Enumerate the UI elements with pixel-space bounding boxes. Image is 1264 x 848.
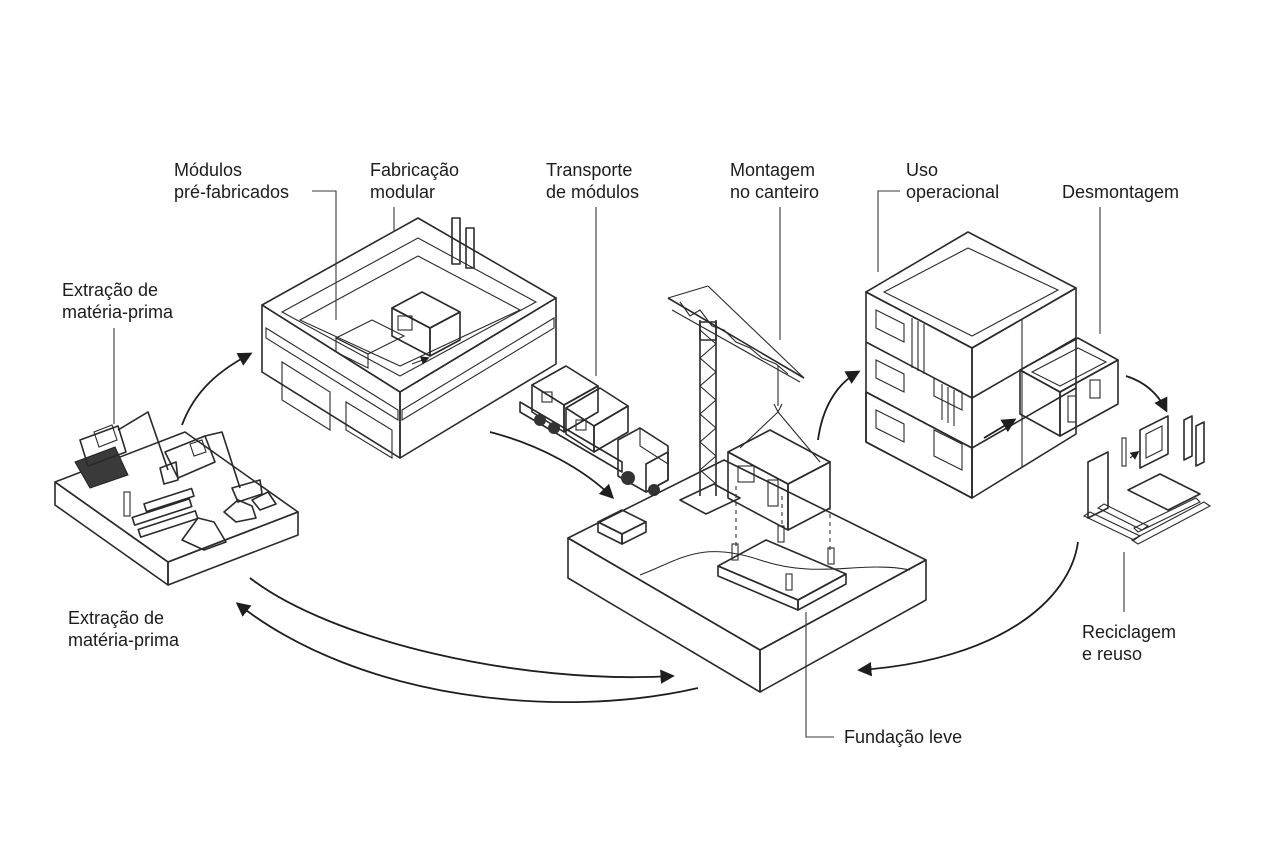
label-montagem: Montagem no canteiro [730, 160, 819, 202]
extraction-terrain [54, 431, 299, 586]
stacked-panels [597, 509, 647, 545]
label-reciclagem: Reciclagem e reuso [1082, 622, 1176, 664]
label-montagem-line2: no canteiro [730, 182, 819, 202]
label-fundacao-line1: Fundação leve [844, 727, 962, 747]
truck-icon [519, 365, 669, 496]
label-extracao-bottom-line2: matéria-prima [68, 630, 180, 650]
factory-icon [261, 217, 557, 459]
leader-lines [113, 190, 1125, 738]
rock-pile-icon [181, 491, 277, 551]
label-extracao-top-line1: Extração de [62, 280, 158, 300]
label-fabricacao-line2: modular [370, 182, 435, 202]
label-uso-line2: operacional [906, 182, 999, 202]
label-reciclagem-line2: e reuso [1082, 644, 1142, 664]
building-icon [865, 231, 1077, 499]
flow-arrows [181, 352, 1168, 703]
recycled-panels-icon [1082, 415, 1212, 545]
label-desmontagem: Desmontagem [1062, 182, 1179, 202]
label-modulos-line2: pré-fabricados [174, 182, 289, 202]
label-fabricacao-line1: Fabricação [370, 160, 459, 180]
label-fundacao: Fundação leve [844, 727, 962, 747]
label-fabricacao: Fabricação modular [370, 160, 459, 202]
site-terrain [567, 459, 927, 693]
label-desmontagem-line1: Desmontagem [1062, 182, 1179, 202]
label-uso-line1: Uso [906, 160, 938, 180]
label-extracao-bottom-line1: Extração de [68, 608, 164, 628]
hanging-module [727, 429, 831, 531]
label-extracao-top: Extração de matéria-prima [62, 280, 174, 322]
label-extracao-bottom: Extração de matéria-prima [68, 608, 180, 650]
label-reciclagem-line1: Reciclagem [1082, 622, 1176, 642]
log-pile-icon [123, 487, 199, 538]
label-modulos: Módulos pré-fabricados [174, 160, 289, 202]
label-transporte: Transporte de módulos [546, 160, 639, 202]
detached-module [1019, 337, 1119, 437]
label-extracao-top-line2: matéria-prima [62, 302, 174, 322]
label-modulos-line1: Módulos [174, 160, 242, 180]
label-montagem-line1: Montagem [730, 160, 815, 180]
excavator-icon [164, 431, 263, 503]
excavator-icon [74, 411, 179, 489]
label-transporte-line1: Transporte [546, 160, 632, 180]
foundation-slab-icon [717, 486, 847, 611]
label-uso: Uso operacional [906, 160, 999, 202]
label-transporte-line2: de módulos [546, 182, 639, 202]
